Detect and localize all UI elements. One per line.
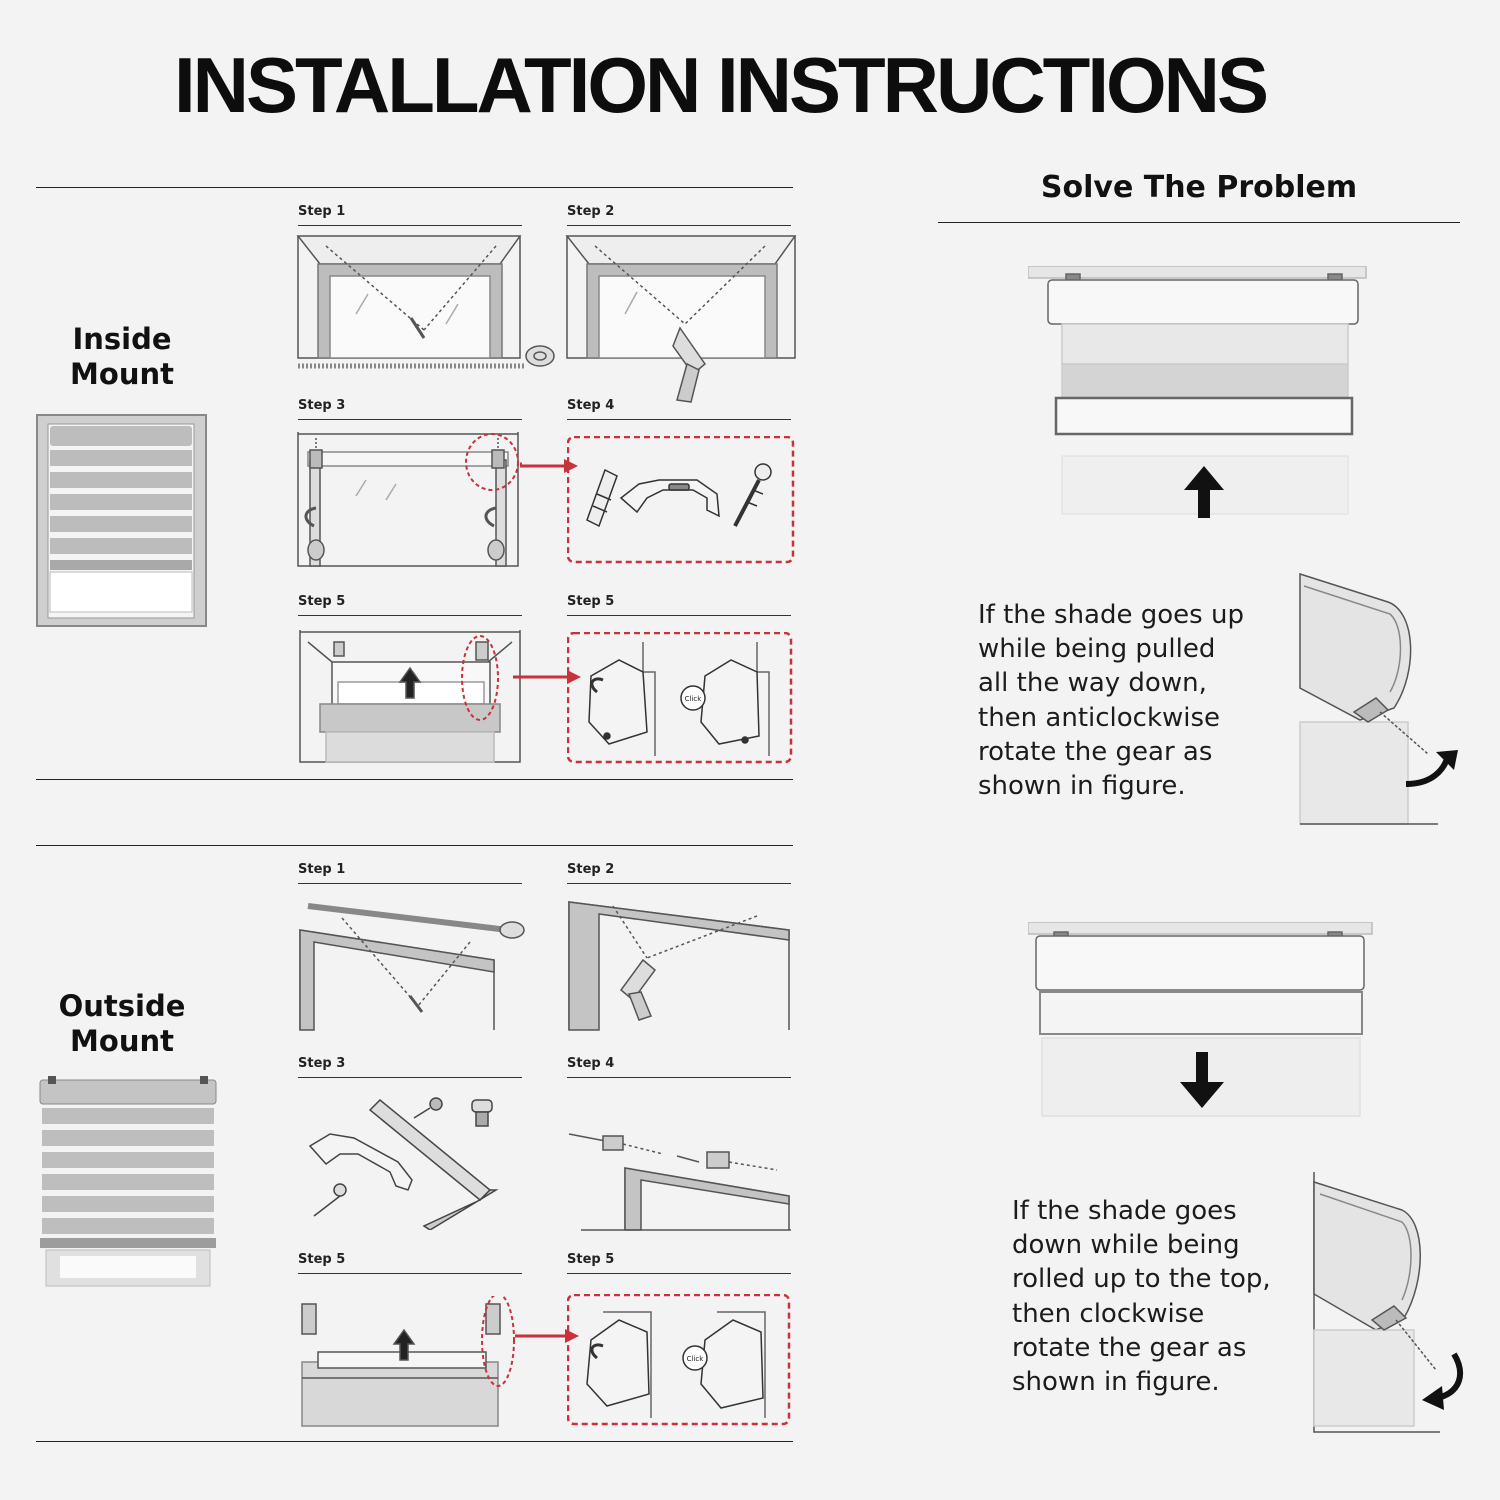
divider	[36, 779, 793, 780]
click-label: Click	[687, 1355, 705, 1363]
outside-step-5a-label: Step 5	[298, 1252, 346, 1267]
callout-arrow	[513, 667, 583, 687]
inside-step-2-illustration	[565, 234, 797, 406]
inside-step-1-illustration	[296, 234, 558, 376]
gear-clockwise-figure	[1310, 1170, 1470, 1434]
inside-mount-label: Inside Mount	[70, 322, 174, 391]
inside-step-3-illustration	[296, 430, 522, 572]
outside-mount-label: Outside Mount	[58, 989, 186, 1058]
outside-step-5b-illustration: Click	[567, 1294, 791, 1426]
divider	[938, 222, 1460, 223]
outside-step-1-illustration	[298, 896, 526, 1032]
divider	[36, 1441, 793, 1442]
inside-step-5a-label: Step 5	[298, 594, 346, 609]
step-underline	[298, 1077, 522, 1078]
shade-goes-down-figure	[1028, 922, 1374, 1120]
outside-step-5b-label: Step 5	[567, 1252, 615, 1267]
step-underline	[298, 419, 522, 420]
shade-goes-up-figure	[1028, 266, 1368, 520]
outside-step-4-label: Step 4	[567, 1056, 615, 1071]
inside-step-5a-illustration	[298, 628, 522, 768]
step-underline	[567, 225, 791, 226]
inside-step-2-label: Step 2	[567, 204, 615, 219]
divider	[36, 845, 793, 846]
step-underline	[298, 1273, 522, 1274]
click-label: Click	[685, 695, 703, 703]
inside-step-5b-label: Step 5	[567, 594, 615, 609]
step-underline	[298, 225, 522, 226]
outside-step-3-illustration	[300, 1090, 520, 1230]
gear-anticlockwise-figure	[1298, 572, 1468, 828]
outside-step-1-label: Step 1	[298, 862, 346, 877]
outside-step-3-label: Step 3	[298, 1056, 346, 1071]
page-title: INSTALLATION INSTRUCTIONS	[173, 41, 1269, 129]
step-underline	[298, 615, 522, 616]
outside-mount-blind-image	[36, 1076, 220, 1290]
step-underline	[567, 1077, 791, 1078]
outside-step-5a-illustration	[298, 1296, 522, 1430]
inside-step-4-illustration	[567, 436, 795, 564]
step-underline	[298, 883, 522, 884]
inside-step-3-label: Step 3	[298, 398, 346, 413]
inside-step-1-label: Step 1	[298, 204, 346, 219]
step-underline	[567, 615, 791, 616]
inside-step-5b-illustration: Click	[567, 632, 793, 764]
divider	[36, 187, 793, 188]
problem-up-text: If the shade goes up while being pulled …	[978, 600, 1244, 802]
step-underline	[567, 419, 791, 420]
step-underline	[567, 883, 791, 884]
problem-down-text: If the shade goes down while being rolle…	[1012, 1196, 1271, 1398]
outside-step-2-illustration	[567, 900, 793, 1032]
inside-step-4-label: Step 4	[567, 398, 615, 413]
outside-step-4-illustration	[567, 1110, 793, 1234]
outside-step-2-label: Step 2	[567, 862, 615, 877]
step-underline	[567, 1273, 791, 1274]
solve-problem-title: Solve The Problem	[1040, 170, 1358, 205]
inside-mount-blind-image	[36, 414, 208, 628]
